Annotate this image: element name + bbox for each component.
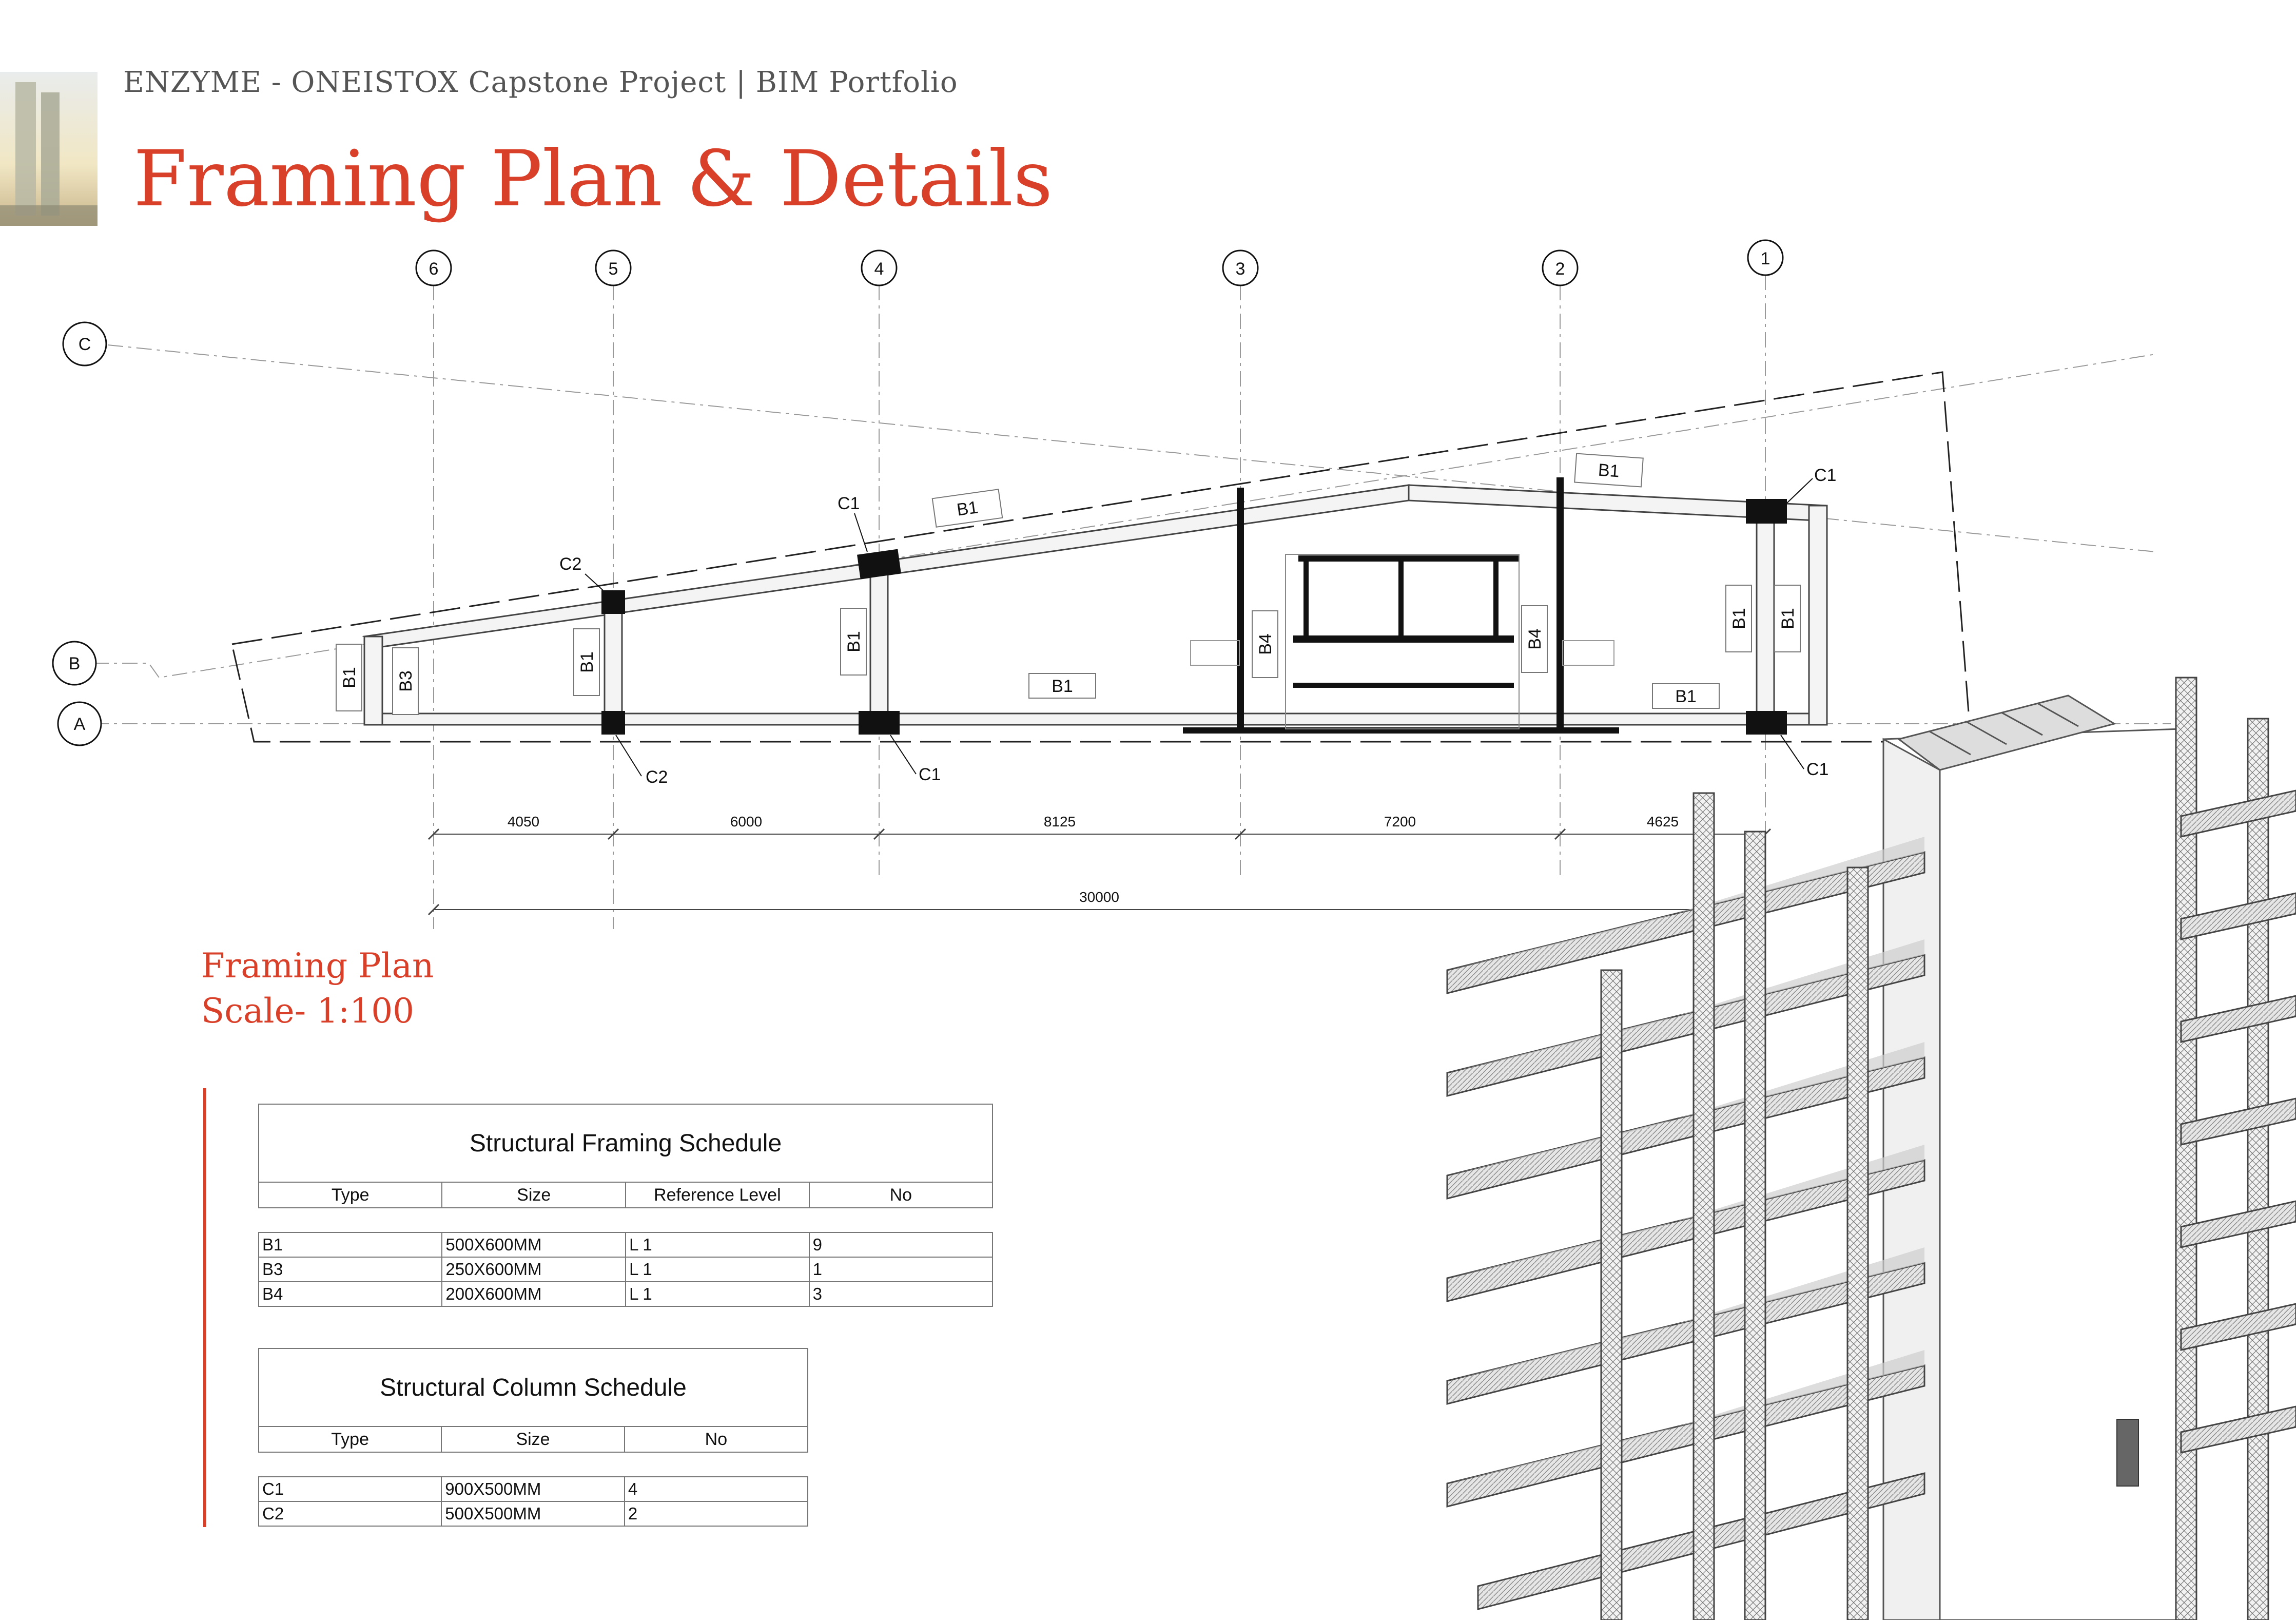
- grid-label-2: 2: [1555, 259, 1565, 279]
- beam-tags: B1 B1 B1 B1 B1 B3 B1 B1 B4 B4 B1 B1: [336, 453, 1801, 715]
- beam-tag-b4-1: B4: [1256, 633, 1275, 655]
- column-C1-bottom-1: [1746, 711, 1787, 735]
- beam-tag-b1-3: B1: [1052, 677, 1073, 696]
- grid-label-6: 6: [429, 259, 439, 279]
- accent-bar: [203, 1088, 206, 1527]
- table-cell: 2: [624, 1501, 809, 1527]
- grid-label-C: C: [79, 335, 91, 354]
- dimension-5-4: 6000: [730, 814, 762, 830]
- column-C2-top: [601, 590, 625, 614]
- beam-tag-b1-7: B1: [844, 631, 864, 652]
- project-subtitle: ENZYME - ONEISTOX Capstone Project | BIM…: [123, 66, 958, 99]
- column-col-type: Type: [258, 1426, 442, 1453]
- table-cell: L 1: [625, 1257, 810, 1282]
- beam-right-edge: [1808, 505, 1828, 726]
- framing-schedule-title: Structural Framing Schedule: [258, 1104, 993, 1183]
- framing-col-type: Type: [258, 1182, 443, 1208]
- dimension-3-2: 7200: [1384, 814, 1416, 830]
- structural-framing-schedule: Structural Framing Schedule Type Size Re…: [258, 1104, 994, 1307]
- beam-tag-b1-5: B1: [340, 667, 359, 688]
- stair-core: [1183, 477, 1619, 734]
- grid-line-B: [93, 354, 2156, 679]
- dimension-2-1: 4625: [1647, 814, 1679, 830]
- grid-label-1: 1: [1761, 249, 1770, 268]
- table-cell: 3: [808, 1281, 994, 1307]
- table-cell: B4: [258, 1281, 443, 1307]
- table-cell: B3: [258, 1257, 443, 1282]
- grid-label-5: 5: [609, 259, 618, 279]
- table-cell: 200X600MM: [441, 1281, 627, 1307]
- column-col-no: No: [624, 1426, 809, 1453]
- columns: [601, 499, 1787, 735]
- table-cell: 500X500MM: [441, 1501, 625, 1527]
- beam-grid1: [1756, 507, 1775, 725]
- column-schedule-title: Structural Column Schedule: [258, 1348, 808, 1427]
- table-cell: 250X600MM: [441, 1257, 627, 1282]
- table-cell: 9: [808, 1232, 994, 1258]
- grid-label-4: 4: [874, 259, 884, 279]
- table-cell: 900X500MM: [441, 1476, 625, 1502]
- column-tag-c1-top-1: C1: [1814, 466, 1836, 485]
- table-cell: C2: [258, 1501, 442, 1527]
- table-cell: L 1: [625, 1281, 810, 1307]
- table-row: B4 200X600MM L 1 3: [258, 1281, 994, 1307]
- framing-col-level: Reference Level: [625, 1182, 810, 1208]
- column-tag-c1-bottom-1: C1: [1806, 760, 1828, 779]
- table-cell: L 1: [625, 1232, 810, 1258]
- table-cell: 1: [808, 1257, 994, 1282]
- dimension-4-3: 8125: [1044, 814, 1076, 830]
- table-cell: C1: [258, 1476, 442, 1502]
- dimension-6-5: 4050: [508, 814, 539, 830]
- beam-tag-b1-2: B1: [1598, 460, 1620, 481]
- beam-tag-b1-8: B1: [1729, 608, 1749, 629]
- beam-left-edge: [363, 635, 383, 726]
- table-row: C2 500X500MM 2: [258, 1501, 809, 1527]
- plan-caption: Framing Plan Scale- 1:100: [201, 943, 434, 1034]
- table-cell: 500X600MM: [441, 1232, 627, 1258]
- beam-tag-b4-2: B4: [1525, 628, 1545, 650]
- column-C2-bottom: [601, 711, 625, 735]
- project-thumbnail: [0, 72, 98, 226]
- grid-label-B: B: [69, 654, 81, 673]
- grid-label-3: 3: [1236, 259, 1246, 279]
- column-C1-bottom-4: [859, 711, 900, 735]
- table-row: C1 900X500MM 4: [258, 1476, 809, 1502]
- iso-door: [2116, 1419, 2139, 1487]
- column-C1-top-4: [857, 549, 901, 580]
- plan-caption-title: Framing Plan: [201, 946, 434, 986]
- beam-grid4: [869, 566, 889, 725]
- beam-tag-b3: B3: [396, 670, 416, 692]
- grid-bubbles: 6 5 4 3 2 1 C B A: [52, 239, 1784, 746]
- column-tag-c2-bottom: C2: [646, 767, 668, 787]
- table-row: B3 250X600MM L 1 1: [258, 1257, 994, 1282]
- framing-col-no: No: [808, 1182, 994, 1208]
- column-tag-c2-top: C2: [559, 554, 581, 574]
- table-cell: B1: [258, 1232, 443, 1258]
- isometric-structure-model: [1446, 677, 2296, 1620]
- dimensions: 4050 6000 8125 7200 4625 30000: [427, 814, 1772, 916]
- dimension-overall: 30000: [1079, 889, 1119, 905]
- column-tags: C1 C2 C2 C1 C1 C1: [559, 466, 1836, 787]
- framing-plan-drawing: 6 5 4 3 2 1 C B A: [52, 239, 2171, 929]
- beam-tag-b1-9: B1: [1778, 608, 1798, 629]
- column-tag-c1-bottom-4: C1: [919, 765, 941, 784]
- plan-caption-scale: Scale- 1:100: [201, 991, 415, 1031]
- beam-grid5: [604, 602, 623, 725]
- grid-label-A: A: [74, 715, 86, 734]
- page-title: Framing Plan & Details: [133, 134, 1053, 224]
- beam-tag-b1-6: B1: [577, 651, 597, 673]
- table-cell: 4: [624, 1476, 809, 1502]
- beam-tag-b1-1: B1: [956, 497, 979, 519]
- column-tag-c1-top-4: C1: [838, 494, 860, 513]
- grid-line-C: [107, 344, 2156, 552]
- beam-tag-b1-4: B1: [1675, 687, 1697, 706]
- framing-col-size: Size: [441, 1182, 627, 1208]
- table-row: B1 500X600MM L 1 9: [258, 1232, 994, 1258]
- column-col-size: Size: [441, 1426, 625, 1453]
- column-C1-top-1: [1746, 499, 1787, 524]
- structural-column-schedule: Structural Column Schedule Type Size No …: [258, 1348, 809, 1527]
